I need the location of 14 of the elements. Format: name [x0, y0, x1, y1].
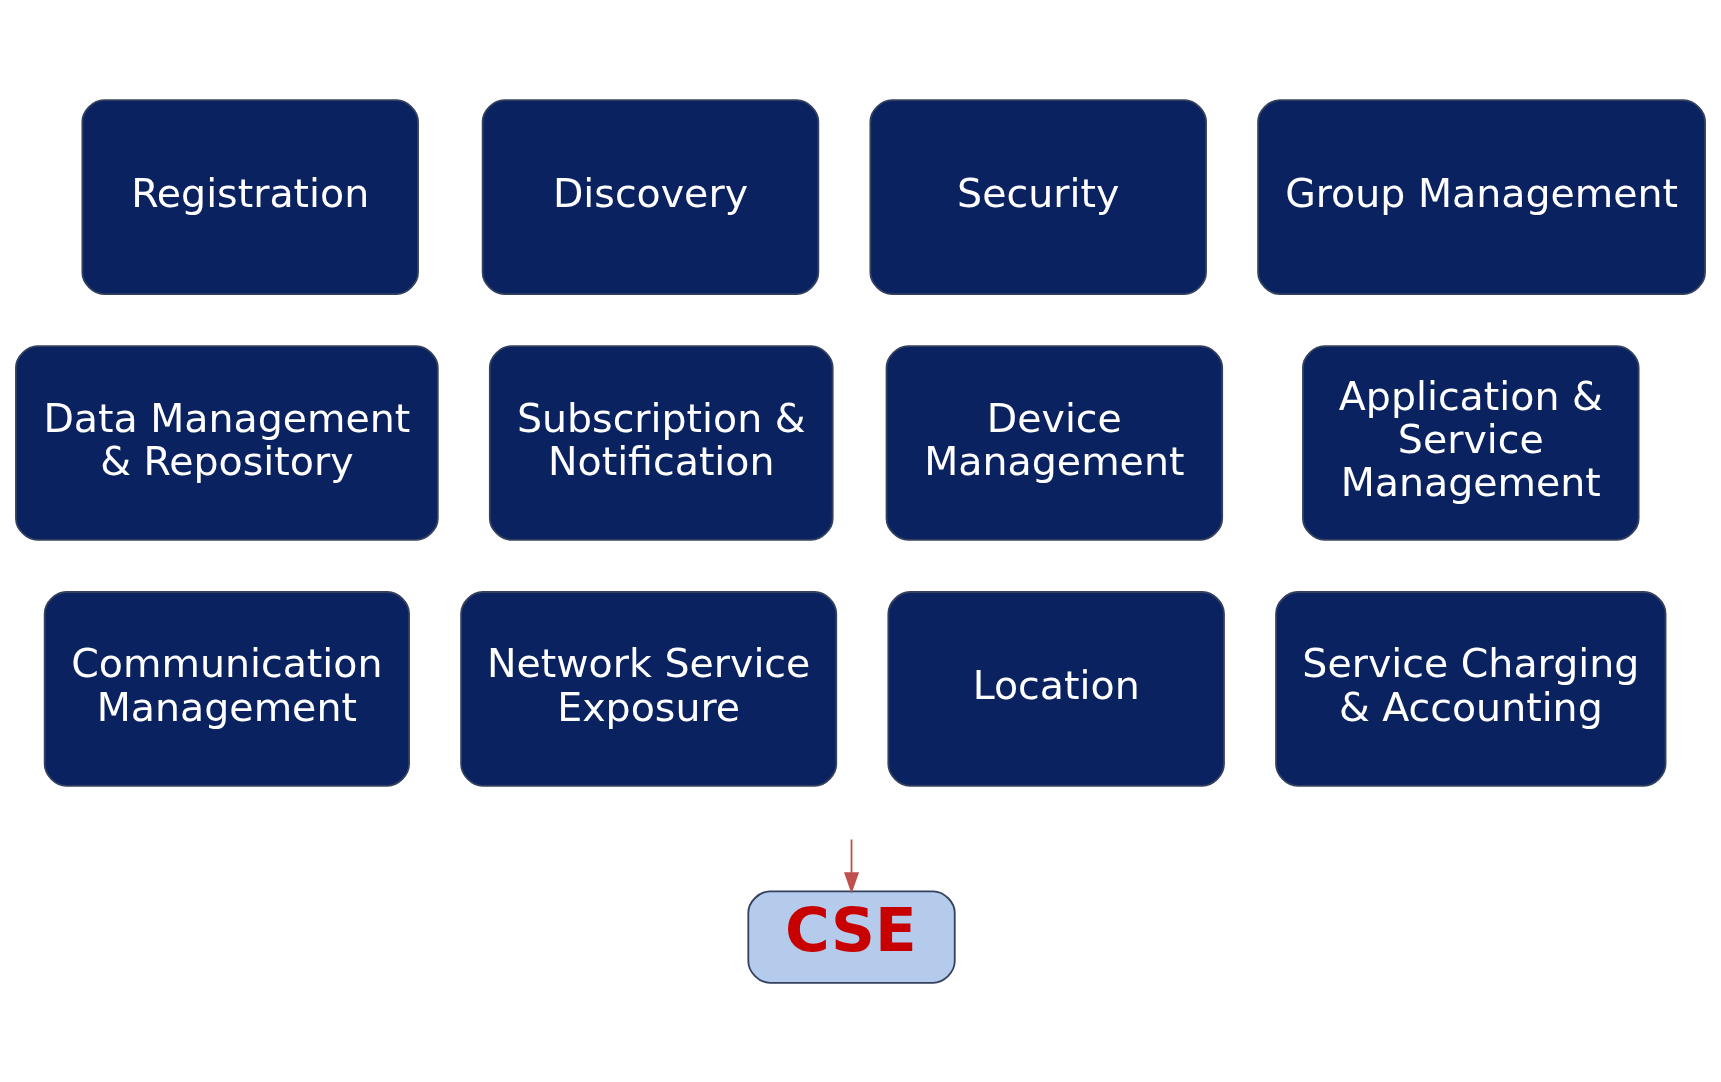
node-box: Registration	[81, 98, 419, 295]
node-box: Location	[887, 590, 1225, 787]
node-box: CSE	[747, 889, 956, 984]
node-box: Service Charging & Accounting	[1275, 590, 1667, 787]
node-box: Communication Management	[43, 590, 410, 787]
node-box: Discovery	[481, 98, 820, 295]
node-box: Group Management	[1257, 98, 1706, 295]
arrow	[843, 838, 860, 894]
node-box: Network Service Exposure	[460, 590, 838, 787]
node-box: Security	[869, 98, 1207, 295]
node-box: Data Management & Repository	[15, 344, 439, 541]
node-box: Application & Service Management	[1302, 344, 1640, 541]
node-box: Subscription & Notification	[488, 344, 834, 541]
node-box: Device Management	[885, 344, 1224, 541]
